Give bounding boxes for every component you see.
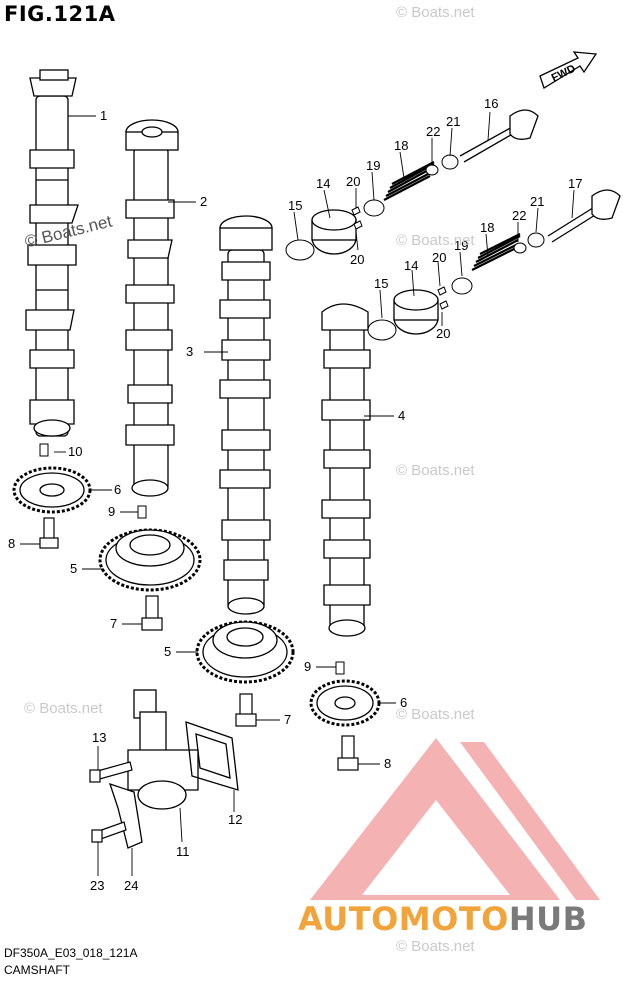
callout-20-a: 20 — [346, 174, 360, 189]
brand-logo-triangle — [310, 738, 600, 900]
callout-6-right: 6 — [400, 695, 407, 710]
bracket-24 — [108, 782, 143, 849]
callout-3: 4 — [398, 408, 405, 423]
callout-5-left: 5 — [70, 561, 77, 576]
callout-22-upper: 22 — [426, 124, 440, 139]
watermark: © Boats.net — [24, 700, 103, 717]
pin-9-left — [137, 505, 147, 519]
callout-19-upper: 19 — [366, 158, 380, 173]
callout-14-lower: 14 — [404, 258, 418, 273]
camshaft-1 — [219, 215, 273, 615]
bolt-7-left — [141, 595, 163, 631]
cotter-20-d — [439, 300, 449, 310]
camshaft-3 — [321, 303, 371, 637]
callout-17: 17 — [568, 176, 582, 191]
callout-1: 3 — [186, 344, 193, 359]
bolt-23 — [91, 821, 127, 843]
shim-15-lower — [367, 319, 397, 341]
tappet-14-lower — [393, 289, 439, 335]
watermark: © Boats.net — [396, 4, 475, 21]
callout-23: 23 — [90, 878, 104, 893]
gasket-12 — [185, 721, 239, 791]
oil-control-valve-11 — [127, 689, 199, 810]
cotter-20-c — [437, 286, 447, 296]
callout-2: 2 — [200, 194, 207, 209]
spring-18-lower — [471, 233, 521, 271]
drawing-code: DF350A_E03_018_121A — [4, 946, 138, 960]
callout-9-right: 9 — [304, 659, 311, 674]
seat-21-lower — [527, 232, 545, 248]
cotter-20-b — [353, 220, 363, 230]
callout-7-left: 7 — [110, 616, 117, 631]
seal-22-lower — [513, 242, 527, 254]
callout-9-left: 9 — [108, 504, 115, 519]
watermark: © Boats.net — [396, 232, 475, 249]
bolt-13 — [89, 761, 133, 783]
cotter-20-a — [351, 206, 361, 216]
callout-10: 10 — [68, 444, 82, 459]
callout-labels: 1 2 3 4 10 6 9 8 5 7 5 9 6 7 8 13 12 11 … — [8, 96, 582, 893]
shim-15-upper — [285, 239, 315, 261]
camshaft-4 — [25, 69, 79, 437]
callout-8-left: 8 — [8, 536, 15, 551]
sprocket-5-right — [195, 620, 295, 684]
sprocket-6-left — [12, 466, 92, 514]
brand-word-part1: AUTOMOTO — [298, 900, 509, 938]
callout-6-left: 6 — [114, 482, 121, 497]
callout-4: 1 — [100, 108, 107, 123]
brand-word-part2: HUB — [508, 900, 588, 938]
callout-11: 11 — [176, 844, 190, 859]
callout-15-upper: 15 — [288, 198, 302, 213]
seal-22-upper — [425, 164, 439, 176]
callout-13: 13 — [92, 730, 106, 745]
callout-20-c: 20 — [432, 250, 446, 265]
retainer-19-upper — [363, 199, 385, 217]
pin-10 — [39, 443, 49, 457]
seat-21-upper — [441, 154, 459, 170]
spring-18-upper — [383, 161, 435, 201]
watermark: © Boats.net — [396, 462, 475, 479]
bolt-8-right — [337, 735, 359, 771]
callout-14-upper: 14 — [316, 176, 330, 191]
callout-24: 24 — [124, 878, 138, 893]
callout-5-right: 5 — [164, 644, 171, 659]
callout-19-lower: 19 — [454, 238, 468, 253]
figure-name: CAMSHAFT — [4, 963, 70, 977]
pin-9-right — [335, 661, 345, 675]
retainer-19-lower — [451, 277, 473, 295]
callout-21-lower: 21 — [530, 194, 544, 209]
watermark: © Boats.net — [396, 938, 475, 955]
callout-20-b: 20 — [350, 252, 364, 267]
leader-lines — [20, 111, 575, 876]
callout-7-right: 7 — [284, 712, 291, 727]
callout-20-d: 20 — [436, 326, 450, 341]
callout-21-upper: 21 — [446, 114, 460, 129]
callout-22-lower: 22 — [512, 208, 526, 223]
tappet-14-upper — [311, 209, 357, 255]
camshaft-2 — [125, 119, 179, 497]
valve-17 — [547, 189, 621, 243]
sprocket-5-left — [98, 528, 202, 592]
sprocket-6-right — [309, 679, 381, 727]
callout-18-upper: 18 — [394, 138, 408, 153]
fwd-arrow — [539, 51, 598, 89]
fwd-label: FWD — [550, 63, 578, 85]
callout-12: 12 — [228, 812, 242, 827]
bolt-7-right — [235, 693, 257, 727]
callout-16: 16 — [484, 96, 498, 111]
brand-wordmark: AUTOMOTOHUB — [298, 900, 588, 938]
callout-15-lower: 15 — [374, 276, 388, 291]
bolt-8-left — [39, 517, 59, 549]
figure-title: FIG.121A — [4, 2, 116, 26]
callout-8-right: 8 — [384, 756, 391, 771]
valve-16 — [459, 109, 539, 163]
watermark: © Boats.net — [396, 706, 475, 723]
callout-18-lower: 18 — [480, 220, 494, 235]
